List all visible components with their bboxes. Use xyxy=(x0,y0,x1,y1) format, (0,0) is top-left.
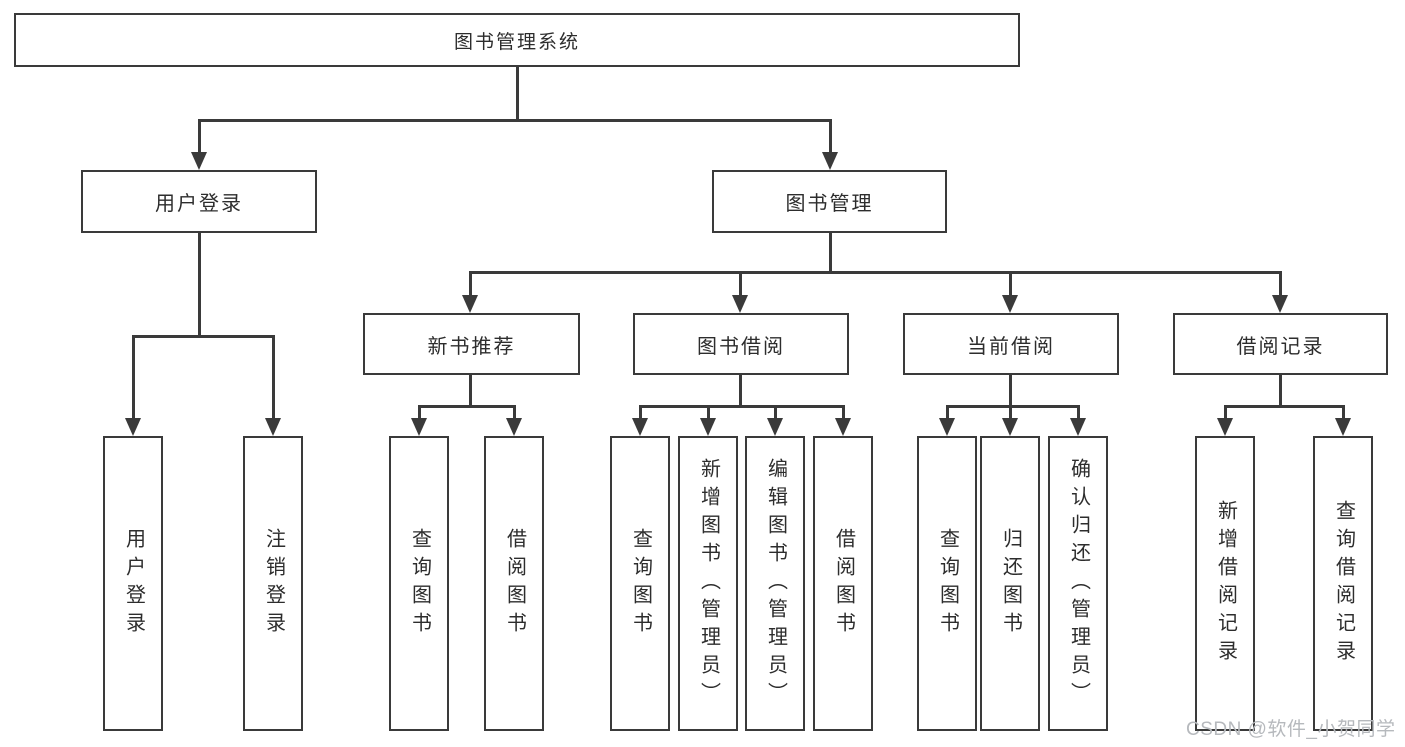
arrowhead-current-borrowing xyxy=(1002,295,1018,313)
leaf-borrow-books-borrowing: 借阅图书 xyxy=(813,436,873,731)
arrowhead-borrow-books-2 xyxy=(835,418,851,436)
connector-drop-query-books-1 xyxy=(418,405,421,418)
arrowhead-leaf-user-login xyxy=(125,418,141,436)
arrowhead-borrowing-records xyxy=(1272,295,1288,313)
connector-drop-current-borrowing xyxy=(1009,271,1012,295)
connector-book-management-split xyxy=(469,271,1282,274)
node-library-management-system: 图书管理系统 xyxy=(14,13,1020,67)
arrowhead-query-record xyxy=(1335,418,1351,436)
arrowhead-borrow-books-1 xyxy=(506,418,522,436)
node-book-borrowing: 图书借阅 xyxy=(633,313,849,375)
leaf-logout: 注销登录 xyxy=(243,436,303,731)
node-new-book-recommend: 新书推荐 xyxy=(363,313,580,375)
connector-drop-borrowing-records xyxy=(1279,271,1282,295)
leaf-borrow-books-recommend: 借阅图书 xyxy=(484,436,544,731)
leaf-add-books-admin: 新增图书（管理员） xyxy=(678,436,738,731)
arrowhead-add-books xyxy=(700,418,716,436)
connector-drop-add-books xyxy=(707,405,710,418)
arrowhead-query-books-3 xyxy=(939,418,955,436)
connector-book-management-stem xyxy=(829,232,832,273)
connector-drop-return-books xyxy=(1009,405,1012,418)
arrowhead-book-management xyxy=(822,152,838,170)
arrowhead-user-login xyxy=(191,152,207,170)
connector-drop-edit-books xyxy=(774,405,777,418)
connector-borrowing-stem xyxy=(739,373,742,407)
connector-drop-leaf-logout xyxy=(272,335,275,418)
leaf-edit-books-admin: 编辑图书（管理员） xyxy=(745,436,805,731)
connector-drop-query-record xyxy=(1342,405,1345,418)
leaf-confirm-return-admin: 确认归还（管理员） xyxy=(1048,436,1108,731)
connector-drop-borrow-books-1 xyxy=(513,405,516,418)
connector-current-stem xyxy=(1009,373,1012,407)
connector-user-login-stem xyxy=(198,232,201,336)
leaf-query-books-borrowing: 查询图书 xyxy=(610,436,670,731)
connector-recommend-stem xyxy=(469,373,472,407)
arrowhead-query-books-2 xyxy=(632,418,648,436)
arrowhead-query-books-1 xyxy=(411,418,427,436)
connector-current-split xyxy=(946,405,1079,408)
leaf-return-books: 归还图书 xyxy=(980,436,1040,731)
node-book-management: 图书管理 xyxy=(712,170,947,233)
connector-drop-borrow-books-2 xyxy=(842,405,845,418)
connector-drop-book-management xyxy=(829,119,832,152)
arrowhead-edit-books xyxy=(767,418,783,436)
connector-drop-query-books-3 xyxy=(946,405,949,418)
connector-root-split xyxy=(198,119,831,122)
leaf-user-login: 用户登录 xyxy=(103,436,163,731)
connector-drop-confirm-return xyxy=(1077,405,1080,418)
connector-records-stem xyxy=(1279,373,1282,407)
arrowhead-confirm-return xyxy=(1070,418,1086,436)
watermark: CSDN @软件_小贺同学 xyxy=(1186,719,1396,740)
leaf-query-books-current: 查询图书 xyxy=(917,436,977,731)
leaf-query-borrow-record: 查询借阅记录 xyxy=(1313,436,1373,731)
arrowhead-book-borrowing xyxy=(732,295,748,313)
connector-recommend-split xyxy=(418,405,516,408)
connector-user-login-split xyxy=(132,335,275,338)
arrowhead-return-books xyxy=(1002,418,1018,436)
connector-drop-leaf-user-login xyxy=(132,335,135,418)
arrowhead-leaf-logout xyxy=(265,418,281,436)
connector-drop-book-borrowing xyxy=(739,271,742,295)
node-current-borrowing: 当前借阅 xyxy=(903,313,1119,375)
connector-drop-user-login xyxy=(198,119,201,152)
arrowhead-new-book-recommend xyxy=(462,295,478,313)
node-borrowing-records: 借阅记录 xyxy=(1173,313,1388,375)
connector-drop-add-record xyxy=(1224,405,1227,418)
connector-records-split xyxy=(1224,405,1345,408)
arrowhead-add-record xyxy=(1217,418,1233,436)
leaf-add-borrow-record: 新增借阅记录 xyxy=(1195,436,1255,731)
connector-drop-query-books-2 xyxy=(639,405,642,418)
connector-borrowing-split xyxy=(639,405,845,408)
node-user-login: 用户登录 xyxy=(81,170,317,233)
connector-drop-new-book-recommend xyxy=(469,271,472,295)
connector-root-stem xyxy=(516,67,519,120)
leaf-query-books-recommend: 查询图书 xyxy=(389,436,449,731)
